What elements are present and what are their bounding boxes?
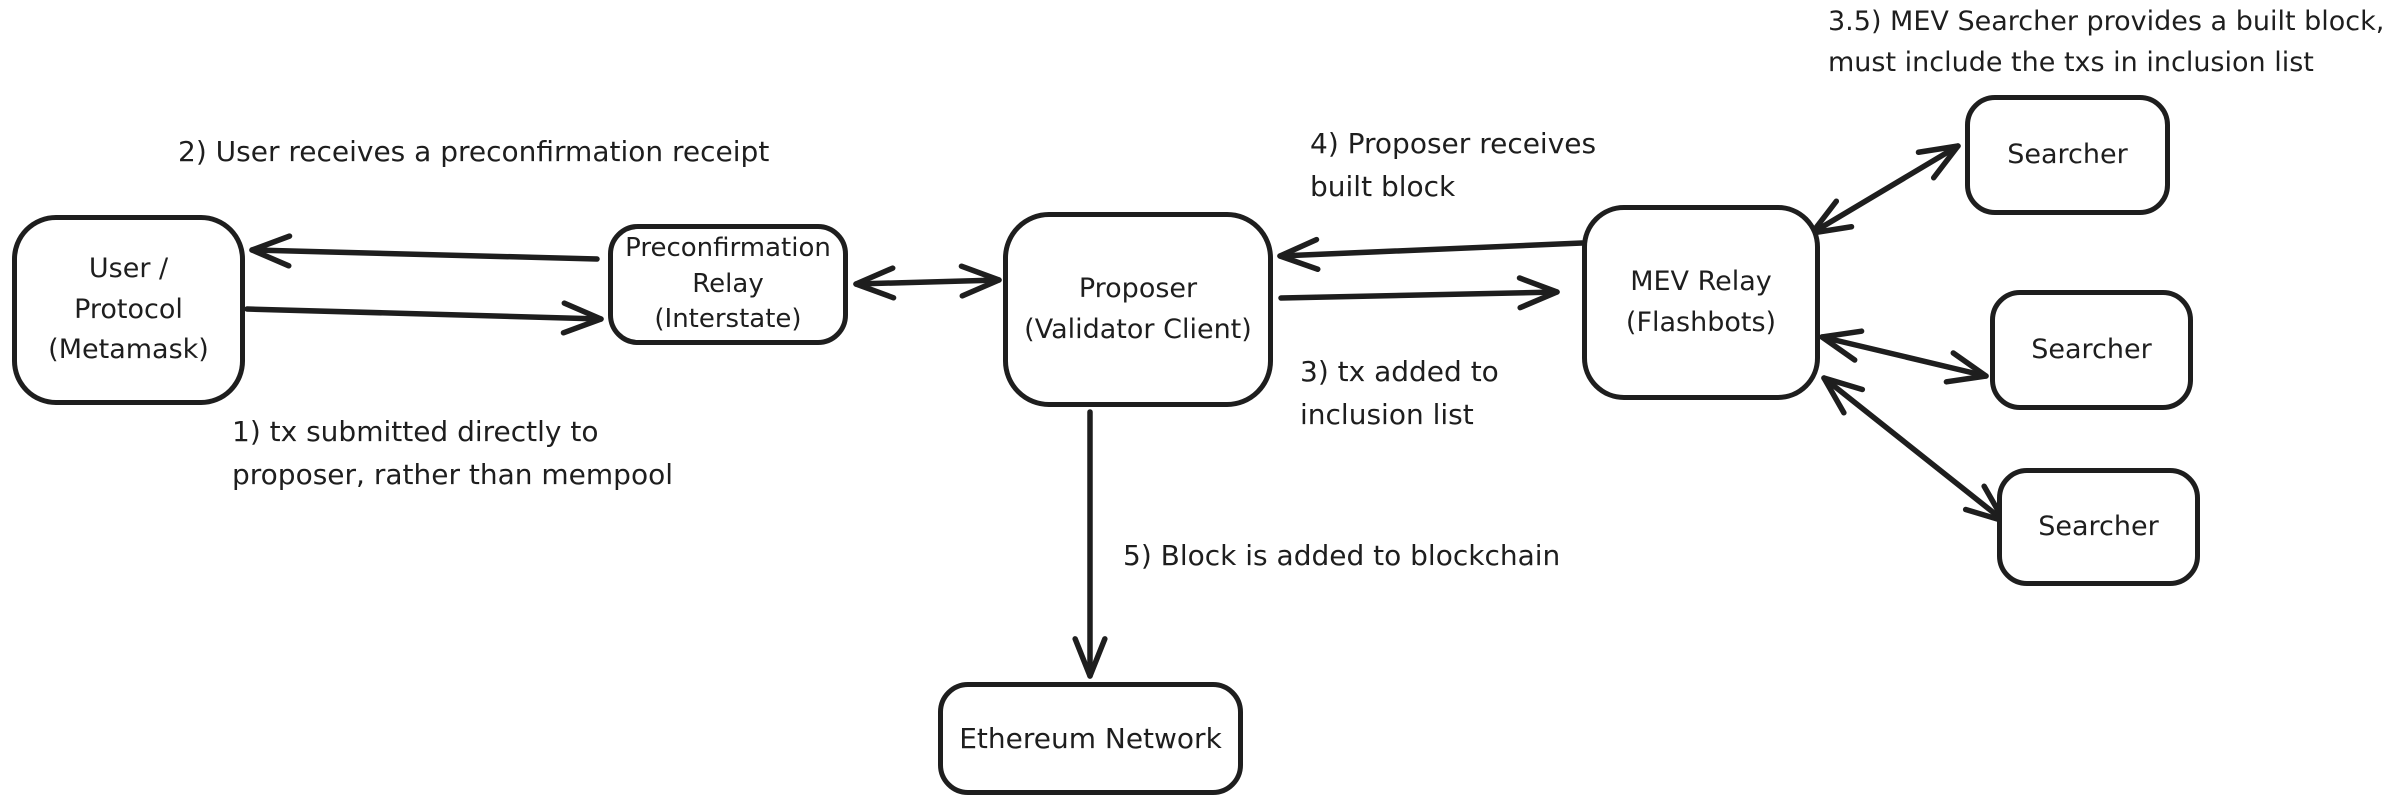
annotation-step-2: 2) User receives a preconfirmation recei… [178, 135, 770, 168]
node-searcher-1-label: Searcher [2007, 138, 2128, 170]
arrow-proposer-to-ethereum-network [1072, 409, 1108, 679]
annotation-step-5: 5) Block is added to blockchain [1123, 539, 1561, 572]
node-mev-relay: MEV Relay (Flashbots) [1582, 205, 1820, 400]
arrow-mev-relay-to-proposer [1277, 236, 1585, 272]
node-searcher-1: Searcher [1965, 95, 2170, 215]
annotation-step-3-5: 3.5) MEV Searcher provides a built block… [1828, 6, 2385, 78]
arrow-preconf-relay-proposer-bidirectional [853, 263, 1002, 301]
arrow-mev-relay-searcher-1-bidirectional [1809, 143, 1961, 236]
node-mev-relay-label: MEV Relay (Flashbots) [1625, 266, 1777, 338]
node-ethereum-network-label: Ethereum Network [959, 721, 1222, 755]
annotation-step-4: 4) Proposer receives built block [1310, 127, 1597, 204]
node-searcher-2: Searcher [1990, 290, 2193, 410]
annotation-step-1: 1) tx submitted directly to proposer, ra… [232, 415, 673, 492]
node-searcher-3: Searcher [1997, 468, 2200, 586]
node-searcher-3-label: Searcher [2038, 510, 2159, 542]
node-ethereum-network: Ethereum Network [938, 682, 1243, 795]
arrow-proposer-to-mev-relay [1278, 275, 1560, 311]
arrow-mev-relay-searcher-3-bidirectional [1821, 375, 2007, 524]
node-user-protocol-label: User / Protocol (Metamask) [48, 253, 209, 366]
node-searcher-2-label: Searcher [2031, 333, 2152, 365]
node-preconfirmation-relay: Preconfirmation Relay (Interstate) [608, 224, 848, 345]
node-proposer: Proposer (Validator Client) [1003, 212, 1273, 407]
node-user-protocol: User / Protocol (Metamask) [12, 215, 245, 405]
annotation-step-3: 3) tx added to inclusion list [1300, 355, 1499, 432]
node-preconfirmation-relay-label: Preconfirmation Relay (Interstate) [625, 232, 831, 335]
arrow-preconf-relay-to-user [249, 233, 600, 269]
node-proposer-label: Proposer (Validator Client) [1024, 273, 1252, 345]
arrow-user-to-preconf-relay [244, 300, 604, 336]
arrow-mev-relay-searcher-2-bidirectional [1819, 328, 1989, 385]
